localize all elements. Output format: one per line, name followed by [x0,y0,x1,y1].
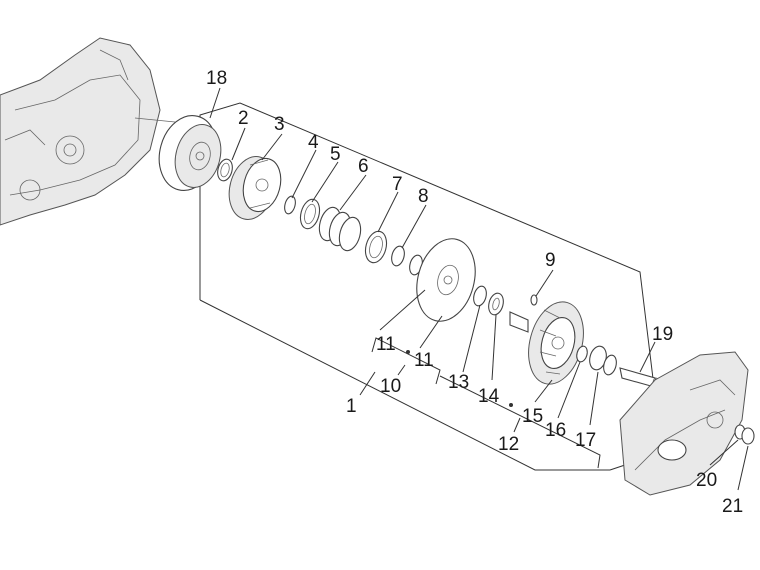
callout-3: 3 [274,114,285,135]
crankcase-illustration [0,37,176,226]
callout-5: 5 [330,144,341,165]
callout-6: 6 [358,156,369,177]
callout-18: 18 [206,68,227,89]
clutch-assembly-part [228,156,282,220]
callout-4: 4 [308,132,319,153]
callout-11-b: 11 [414,350,434,371]
callout-2: 2 [238,108,249,129]
callout-15: 15 [522,406,543,427]
callout-7: 7 [392,174,403,195]
callout-8: 8 [418,186,429,207]
callout-9: 9 [545,250,556,271]
nut-and-washer-parts [734,424,755,445]
callout-12: 12 [498,434,519,455]
callout-21: 21 [722,496,743,517]
callout-13: 13 [448,372,469,393]
clutch-bell-part [158,115,222,191]
variator-fan-part [528,301,584,385]
callout-17: 17 [575,430,596,451]
spring-and-rings-parts [284,195,423,276]
callout-1: 1 [346,396,357,417]
pulley-disc-part [416,238,476,322]
callout-14: 14 [478,386,500,407]
leader-lines [209,87,749,491]
callout-20: 20 [696,470,717,491]
callout-10: 10 [380,376,401,397]
callout-19: 19 [652,324,673,345]
callout-labels: 1 2 3 4 5 6 7 8 9 10 11 11 12 13 14 15 1… [206,68,743,517]
bushing-parts [473,285,538,333]
ring-part-2 [217,158,233,182]
callout-16: 16 [545,420,566,441]
callout-11-a: 11 [376,334,396,355]
bearing-parts [576,345,617,376]
